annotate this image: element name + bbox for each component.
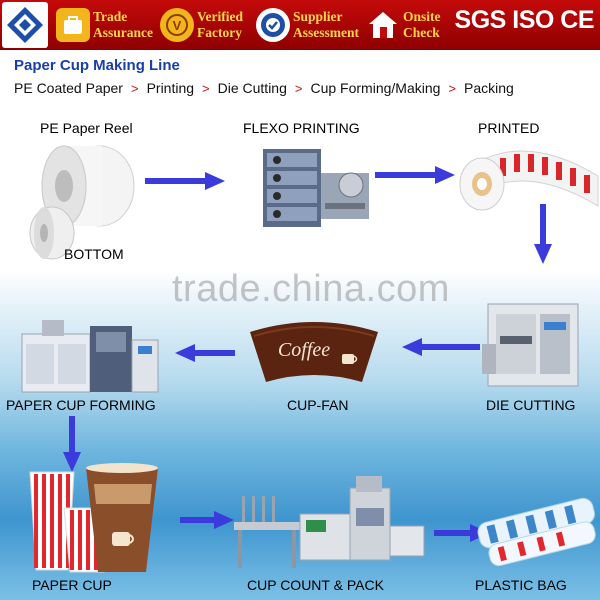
label-die-cutting: DIE CUTTING	[486, 397, 576, 413]
badge-line2: Assessment	[293, 25, 359, 40]
arrow-right-icon	[145, 172, 225, 190]
supplier-assessment-icon	[256, 8, 290, 42]
flexo-printing-machine-image	[263, 149, 369, 227]
verified-factory-icon: V	[160, 8, 194, 42]
label-cup-count-pack: CUP COUNT & PACK	[247, 577, 384, 593]
plastic-bag-image	[477, 497, 596, 567]
trade-assurance-icon	[56, 8, 90, 42]
badge-line1: Verified	[197, 9, 243, 24]
breadcrumb-separator-icon: >	[130, 80, 139, 96]
label-plastic-bag: PLASTIC BAG	[475, 577, 567, 593]
label-bottom: BOTTOM	[64, 246, 124, 262]
paper-cups-image	[29, 463, 158, 573]
printed-paper-roll-image	[459, 150, 599, 211]
svg-text:V: V	[173, 18, 182, 33]
cup-count-pack-machine-image	[234, 476, 425, 568]
arrow-left-icon	[175, 344, 235, 362]
arrow-right-icon	[375, 166, 455, 184]
arrow-down-icon	[534, 204, 552, 264]
badge-line1: Trade	[93, 9, 128, 24]
coffee-cup-icon	[342, 354, 358, 364]
company-logo	[2, 2, 48, 48]
breadcrumb-separator-icon: >	[448, 80, 457, 96]
label-paper-cup: PAPER CUP	[32, 577, 112, 593]
label-paper-cup-forming: PAPER CUP FORMING	[6, 397, 156, 413]
breadcrumb-item: Cup Forming/Making	[310, 80, 441, 96]
watermark: trade.china.com	[172, 268, 450, 310]
badge-line2: Factory	[197, 25, 242, 40]
badge-line1: Onsite	[403, 9, 441, 24]
certifications-text: SGS ISO CE	[454, 6, 595, 34]
cup-fan-image: Coffee	[250, 322, 378, 382]
breadcrumb: PE Coated Paper > Printing > Die Cutting…	[14, 80, 514, 96]
breadcrumb-item: Packing	[464, 80, 514, 96]
page-title: Paper Cup Making Line	[14, 57, 180, 74]
label-pe-paper-reel: PE Paper Reel	[40, 120, 133, 136]
label-printed: PRINTED	[478, 120, 540, 136]
label-flexo-printing: FLEXO PRINTING	[243, 120, 360, 136]
paper-reel-image	[29, 145, 135, 260]
onsite-check-icon	[366, 8, 400, 42]
breadcrumb-item: Printing	[146, 80, 195, 96]
arrow-left-icon	[402, 338, 480, 356]
die-cutting-machine-image	[482, 303, 579, 387]
label-cup-fan: CUP-FAN	[287, 397, 349, 413]
paper-cup-forming-machine-image	[21, 320, 159, 393]
breadcrumb-item: PE Coated Paper	[14, 80, 123, 96]
badge-line2: Check	[403, 25, 440, 40]
cup-fan-coffee-text: Coffee	[278, 339, 330, 361]
arrow-right-icon	[180, 511, 234, 529]
breadcrumb-separator-icon: >	[202, 80, 210, 96]
arrow-down-icon	[63, 416, 81, 472]
badge-line1: Supplier	[293, 9, 343, 24]
breadcrumb-item: Die Cutting	[217, 80, 287, 96]
badge-line2: Assurance	[93, 25, 153, 40]
breadcrumb-separator-icon: >	[294, 80, 303, 96]
